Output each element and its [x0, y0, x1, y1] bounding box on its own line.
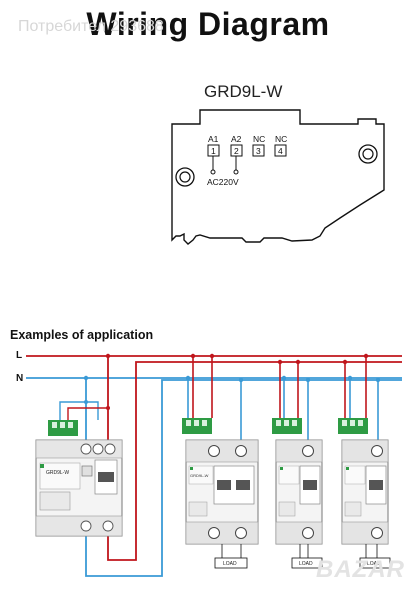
- line-label-l: L: [16, 350, 22, 361]
- branch-device-3: LOAD: [338, 418, 391, 569]
- supply-voltage-label: AC220V: [207, 177, 239, 187]
- terminal-label-nc1: NC: [253, 134, 265, 144]
- load-label-2: LOAD: [299, 561, 313, 567]
- terminal-number-3: 3: [256, 146, 261, 156]
- terminal-label-nc2: NC: [275, 134, 287, 144]
- branch-device-1: GRD9L-W LOAD: [182, 418, 259, 569]
- main-rcbo-device: GRD9L-W: [35, 439, 123, 537]
- mount-hole-left: [175, 167, 195, 187]
- device-outline-drawing: A1 A2 NC NC 1 2 3 4 AC220V: [171, 109, 385, 245]
- main-terminal-block: [48, 401, 108, 436]
- line-label-n: N: [16, 373, 23, 384]
- model-label: GRD9L-W: [204, 82, 283, 101]
- device-outline: [171, 109, 385, 245]
- application-wiring-diagram: L N GRD9L-W: [16, 350, 402, 577]
- mount-hole-right: [358, 144, 378, 164]
- diagram-title: Wiring Diagram: [86, 6, 330, 42]
- terminal-number-4: 4: [278, 146, 283, 156]
- terminal-number-1: 1: [211, 146, 216, 156]
- main-device-label: GRD9L-W: [46, 470, 69, 476]
- branch-device-2: LOAD: [272, 418, 323, 569]
- examples-heading: Examples of application: [10, 328, 154, 342]
- terminal-label-a2: A2: [231, 134, 242, 144]
- branch-device-1-label: GRD9L-W: [190, 473, 209, 478]
- terminal-label-a1: A1: [208, 134, 219, 144]
- terminal-number-2: 2: [234, 146, 239, 156]
- junction-dots: [105, 353, 369, 410]
- watermark-text: Потребител 293688: [18, 18, 164, 35]
- load-label-3: LOAD: [367, 561, 381, 567]
- load-label-1: LOAD: [223, 561, 237, 567]
- watermark-logo: BAZAR: [316, 556, 405, 583]
